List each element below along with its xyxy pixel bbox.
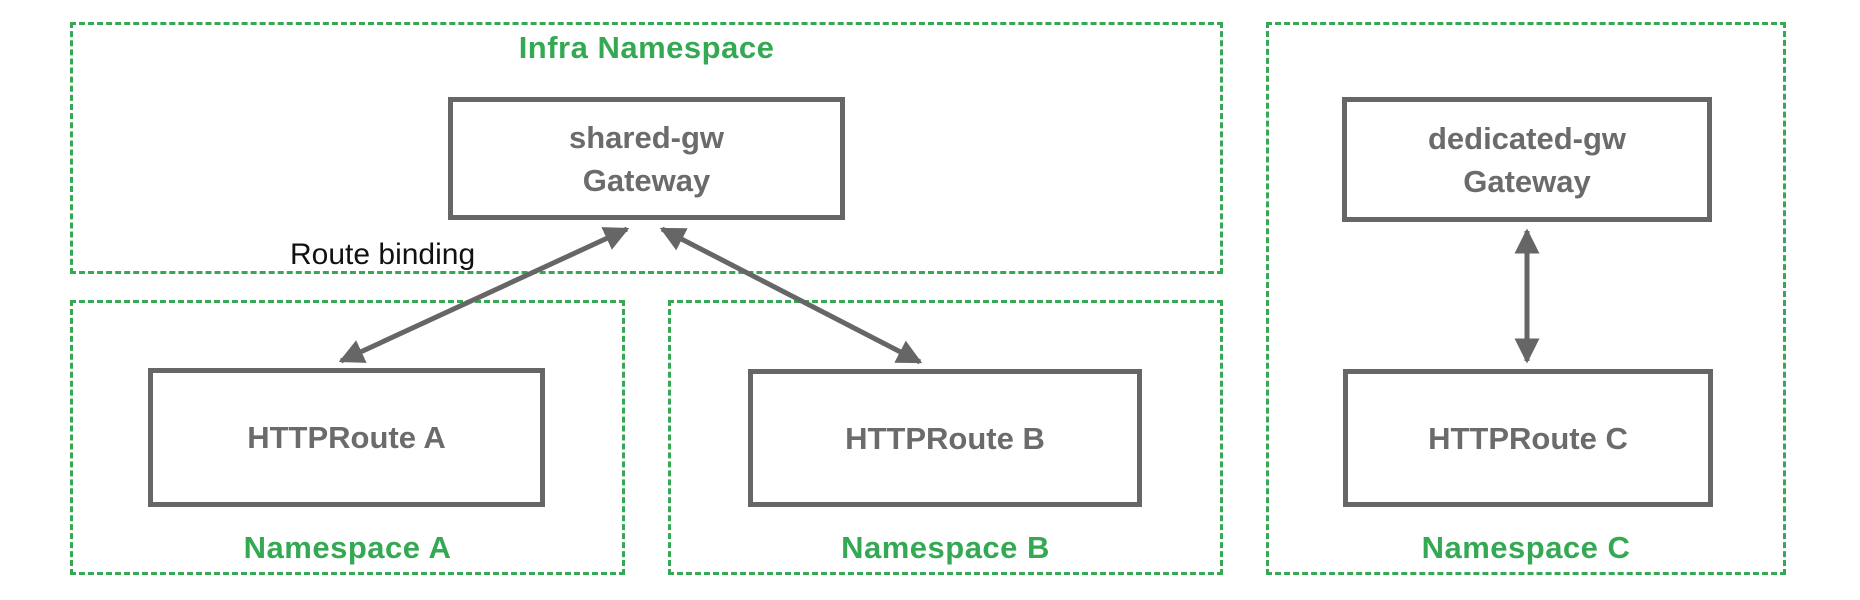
infra-namespace-box: Infra Namespace [70,22,1223,274]
httproute-a-label: HTTPRoute A [247,420,446,455]
shared-gw-gateway-name: shared-gw [568,119,725,155]
namespace-c-label: Namespace C [1421,530,1631,565]
shared-gw-gateway-node: shared-gw Gateway [448,97,845,220]
namespace-b-label: Namespace B [841,530,1050,565]
namespace-c-box: Namespace C [1266,22,1786,575]
infra-namespace-label: Infra Namespace [518,30,775,65]
namespace-b-box: Namespace B [668,300,1223,575]
dedicated-gw-gateway-node: dedicated-gw Gateway [1342,97,1712,222]
dedicated-gw-gateway-kind: Gateway [1463,163,1591,199]
httproute-b-label: HTTPRoute B [845,420,1045,456]
shared-gw-gateway-kind: Gateway [582,162,711,198]
httproute-c-label: HTTPRoute C [1428,420,1628,456]
dedicated-gw-gateway-name: dedicated-gw [1427,120,1627,156]
httproute-a-node: HTTPRoute A [148,368,545,507]
httproute-c-node: HTTPRoute C [1343,369,1713,507]
httproute-b-node: HTTPRoute B [748,369,1142,507]
route-binding-label: Route binding [290,238,476,271]
namespace-a-label: Namespace A [243,530,452,565]
